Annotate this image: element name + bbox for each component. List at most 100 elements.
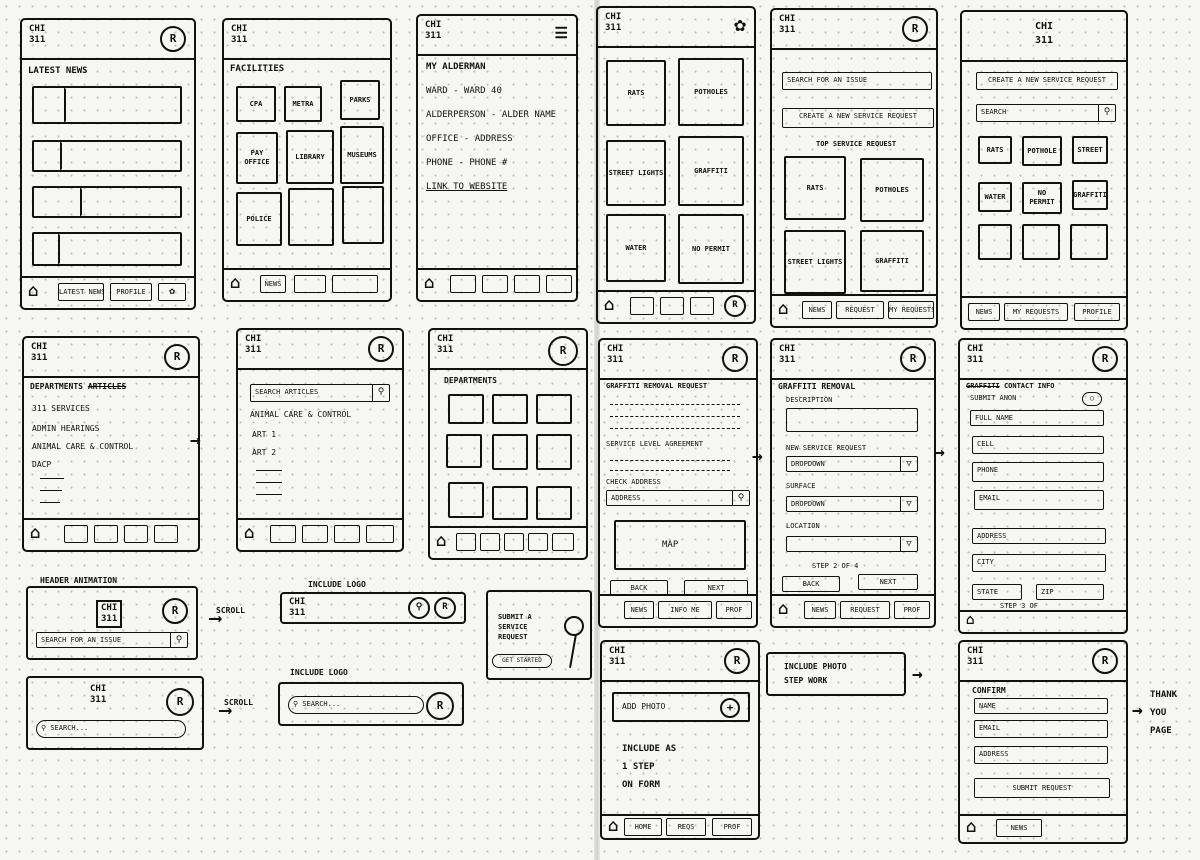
- tab-news[interactable]: NEWS: [260, 275, 286, 293]
- tab[interactable]: [660, 297, 684, 315]
- profile-icon[interactable]: R: [164, 344, 190, 370]
- search-input[interactable]: SEARCH⚲: [976, 104, 1116, 122]
- news-card[interactable]: [32, 86, 182, 124]
- tab[interactable]: [630, 297, 654, 315]
- profile-icon[interactable]: R: [902, 16, 928, 42]
- tab-info-me[interactable]: INFO ME: [658, 601, 712, 619]
- next-button[interactable]: NEXT: [858, 574, 918, 590]
- department-tile[interactable]: [446, 434, 482, 468]
- description-input[interactable]: [786, 408, 918, 432]
- city-field[interactable]: CITY: [972, 554, 1106, 572]
- facility-tile[interactable]: POLICE: [236, 192, 282, 246]
- home-icon[interactable]: ⌂: [604, 295, 615, 315]
- department-tile[interactable]: [536, 434, 572, 470]
- home-icon[interactable]: ⌂: [966, 817, 977, 837]
- facility-tile[interactable]: CPA: [236, 86, 276, 122]
- tab[interactable]: [450, 275, 476, 293]
- category-tile[interactable]: RATS: [606, 60, 666, 126]
- request-tile[interactable]: NO PERMIT: [1022, 182, 1062, 214]
- request-tile[interactable]: STREET: [1072, 136, 1108, 164]
- department-item[interactable]: ANIMAL CARE & CONTROL: [32, 442, 134, 451]
- department-tile[interactable]: [492, 394, 528, 424]
- category-tile[interactable]: STREET LIGHTS: [606, 140, 666, 206]
- home-icon[interactable]: ⌂: [778, 599, 789, 619]
- tab-news[interactable]: NEWS: [624, 601, 654, 619]
- create-request-button[interactable]: CREATE A NEW SERVICE REQUEST: [782, 108, 934, 128]
- article-item[interactable]: ART 1: [252, 430, 277, 439]
- tab[interactable]: [302, 525, 328, 543]
- full-name-field[interactable]: FULL NAME: [970, 410, 1104, 426]
- facility-tile[interactable]: METRA: [284, 86, 322, 122]
- home-icon[interactable]: ⌂: [230, 273, 241, 293]
- tab[interactable]: [504, 533, 524, 551]
- request-tile[interactable]: GRAFFITI: [1072, 180, 1108, 210]
- profile-icon[interactable]: R: [722, 346, 748, 372]
- request-tile[interactable]: WATER: [978, 182, 1012, 212]
- tab-news[interactable]: NEWS: [996, 819, 1042, 837]
- home-icon[interactable]: ⌂: [28, 281, 39, 301]
- request-tile[interactable]: [1022, 224, 1060, 260]
- home-icon[interactable]: ⌂: [30, 523, 41, 543]
- request-tile[interactable]: [1070, 224, 1108, 260]
- search-icon[interactable]: ⚲: [170, 633, 187, 647]
- profile-icon[interactable]: R: [166, 688, 194, 716]
- department-tile[interactable]: [448, 394, 484, 424]
- tab[interactable]: [528, 533, 548, 551]
- request-tile[interactable]: [978, 224, 1012, 260]
- search-icon[interactable]: ⚲: [732, 491, 749, 505]
- department-tile[interactable]: [492, 486, 528, 520]
- tab-news[interactable]: NEWS: [802, 301, 832, 319]
- home-icon[interactable]: ⌂: [966, 612, 975, 628]
- request-tile[interactable]: STREET LIGHTS: [784, 230, 846, 294]
- request-tile[interactable]: RATS: [784, 156, 846, 220]
- department-item[interactable]: 311 SERVICES: [32, 404, 90, 413]
- home-icon[interactable]: ⌂: [778, 299, 789, 319]
- tab[interactable]: [480, 533, 500, 551]
- news-card[interactable]: [32, 140, 182, 172]
- search-input[interactable]: ⚲ SEARCH...: [36, 720, 186, 738]
- anon-toggle[interactable]: ○: [1082, 392, 1102, 406]
- search-icon[interactable]: ⚲: [372, 385, 389, 401]
- category-tile[interactable]: POTHOLES: [678, 58, 744, 126]
- chevron-down-icon[interactable]: ▽: [900, 497, 917, 511]
- tab-reqs[interactable]: REQS: [666, 818, 706, 836]
- profile-icon[interactable]: R: [368, 336, 394, 362]
- alderman-phone[interactable]: PHONE - PHONE #: [426, 158, 508, 168]
- plus-icon[interactable]: +: [720, 698, 740, 718]
- state-field[interactable]: STATE: [972, 584, 1022, 600]
- tab[interactable]: [366, 525, 394, 543]
- tab-profile[interactable]: PROFILE: [110, 283, 152, 301]
- tab-news[interactable]: NEWS: [968, 303, 1000, 321]
- facility-tile[interactable]: [288, 188, 334, 246]
- tab[interactable]: [124, 525, 148, 543]
- facility-tile[interactable]: MUSEUMS: [340, 126, 384, 184]
- create-request-button[interactable]: CREATE A NEW SERVICE REQUEST: [976, 72, 1118, 90]
- search-icon[interactable]: ⚲: [1098, 105, 1115, 121]
- department-item[interactable]: DACP: [32, 460, 52, 469]
- department-item[interactable]: ADMIN HEARINGS: [32, 424, 100, 433]
- tab[interactable]: [154, 525, 178, 543]
- tab[interactable]: [482, 275, 508, 293]
- search-input[interactable]: SEARCH FOR AN ISSUE: [782, 72, 932, 90]
- map-view[interactable]: MAP: [614, 520, 746, 570]
- email-field[interactable]: EMAIL: [974, 490, 1104, 510]
- tab-prof[interactable]: PROF: [712, 818, 752, 836]
- tab-profile[interactable]: PROFILE: [1074, 303, 1120, 321]
- tab[interactable]: [94, 525, 118, 543]
- tab-home[interactable]: HOME: [624, 818, 662, 836]
- tab-settings[interactable]: ✿: [158, 283, 186, 301]
- home-icon[interactable]: ⌂: [424, 273, 435, 293]
- profile-icon[interactable]: R: [162, 598, 188, 624]
- tab-request[interactable]: REQUEST: [840, 601, 890, 619]
- request-tile[interactable]: POTHOLES: [860, 158, 924, 222]
- search-input[interactable]: SEARCH ARTICLES⚲: [250, 384, 390, 402]
- request-tile[interactable]: RATS: [978, 136, 1012, 164]
- address-input[interactable]: ADDRESS⚲: [606, 490, 750, 506]
- zip-field[interactable]: ZIP: [1036, 584, 1104, 600]
- news-card[interactable]: [32, 232, 182, 266]
- facility-tile[interactable]: [342, 186, 384, 244]
- tab[interactable]: [64, 525, 88, 543]
- profile-icon[interactable]: R: [1092, 648, 1118, 674]
- profile-icon[interactable]: R: [724, 648, 750, 674]
- facility-tile[interactable]: LIBRARY: [286, 130, 334, 184]
